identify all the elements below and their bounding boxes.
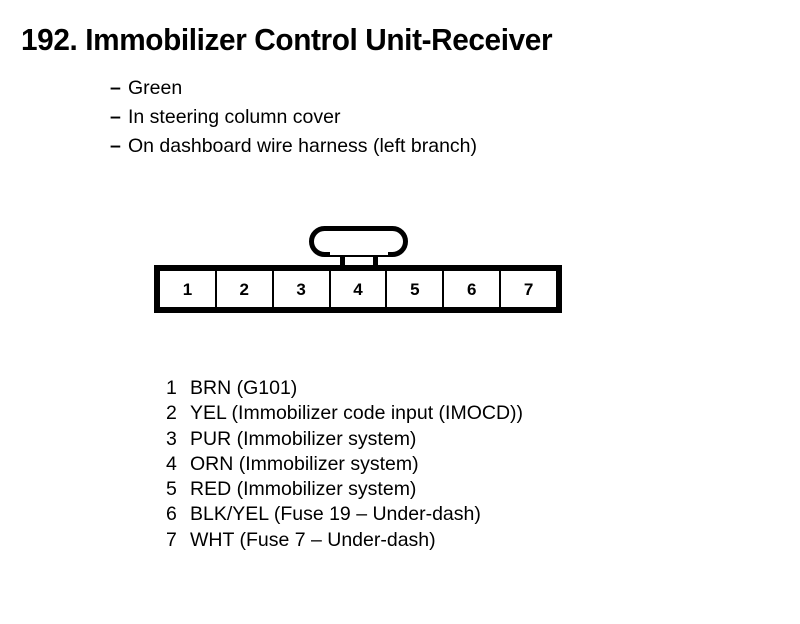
legend-row: 3 PUR (Immobilizer system) [166, 427, 523, 452]
legend-pin-description: BRN (G101) [190, 377, 298, 399]
legend-pin-number: 3 [166, 427, 177, 450]
legend-pin-number: 6 [166, 503, 177, 526]
pin-cell: 5 [387, 271, 443, 307]
pin-cell: 1 [160, 271, 215, 307]
pin-cell: 3 [273, 271, 329, 307]
pin-legend: 1 BRN (G101) 2 YEL (Immobilizer code input… [166, 376, 523, 553]
note-item-label: On dashboard wire harness (left branch) [128, 135, 478, 157]
legend-row: 7 WHT (Fuse 7 – Under-dash) [166, 528, 523, 553]
legend-pin-description: PUR (Immobilizer system) [190, 427, 417, 450]
legend-row: 1 BRN (G101) [166, 376, 523, 401]
note-item-label: Green [128, 77, 183, 99]
pin-cell: 4 [330, 271, 386, 307]
legend-pin-description: RED (Immobilizer system) [190, 478, 417, 501]
pin-cell: 6 [444, 271, 500, 307]
en-dash-bullet-icon: – [110, 77, 121, 99]
connector-diagram: 1 2 3 4 5 6 7 [154, 222, 574, 322]
legend-row: 4 ORN (Immobilizer system) [166, 452, 523, 477]
note-item: –Green [110, 74, 477, 103]
legend-pin-description: ORN (Immobilizer system) [190, 452, 419, 475]
legend-pin-description: BLK/YEL (Fuse 19 – Under-dash) [190, 503, 481, 526]
pin-cell: 7 [501, 271, 557, 307]
legend-pin-number: 2 [166, 402, 177, 425]
connector-pin-row: 1 2 3 4 5 6 7 [154, 265, 562, 313]
legend-pin-description: WHT (Fuse 7 – Under-dash) [190, 528, 436, 551]
legend-pin-description: YEL (Immobilizer code input (IMOCD)) [190, 402, 524, 425]
notes-list: –Green –In steering column cover –On das… [110, 74, 477, 161]
legend-pin-number: 4 [166, 452, 177, 475]
legend-pin-number: 5 [166, 478, 177, 501]
note-item: –In steering column cover [110, 103, 477, 132]
legend-row: 6 BLK/YEL (Fuse 19 – Under-dash) [166, 502, 523, 527]
legend-row: 2 YEL (Immobilizer code input (IMOCD)) [166, 401, 523, 426]
note-item: –On dashboard wire harness (left branch) [110, 132, 477, 161]
page-title: 192. Immobilizer Control Unit-Receiver [21, 22, 553, 57]
legend-pin-number: 7 [166, 528, 177, 551]
legend-pin-number: 1 [166, 377, 177, 399]
connector-latch-flare-icon [330, 248, 388, 255]
legend-row: 5 RED (Immobilizer system) [166, 477, 523, 502]
en-dash-bullet-icon: – [110, 106, 121, 128]
en-dash-bullet-icon: – [110, 135, 121, 157]
note-item-label: In steering column cover [128, 106, 341, 128]
pin-cell: 2 [216, 271, 272, 307]
